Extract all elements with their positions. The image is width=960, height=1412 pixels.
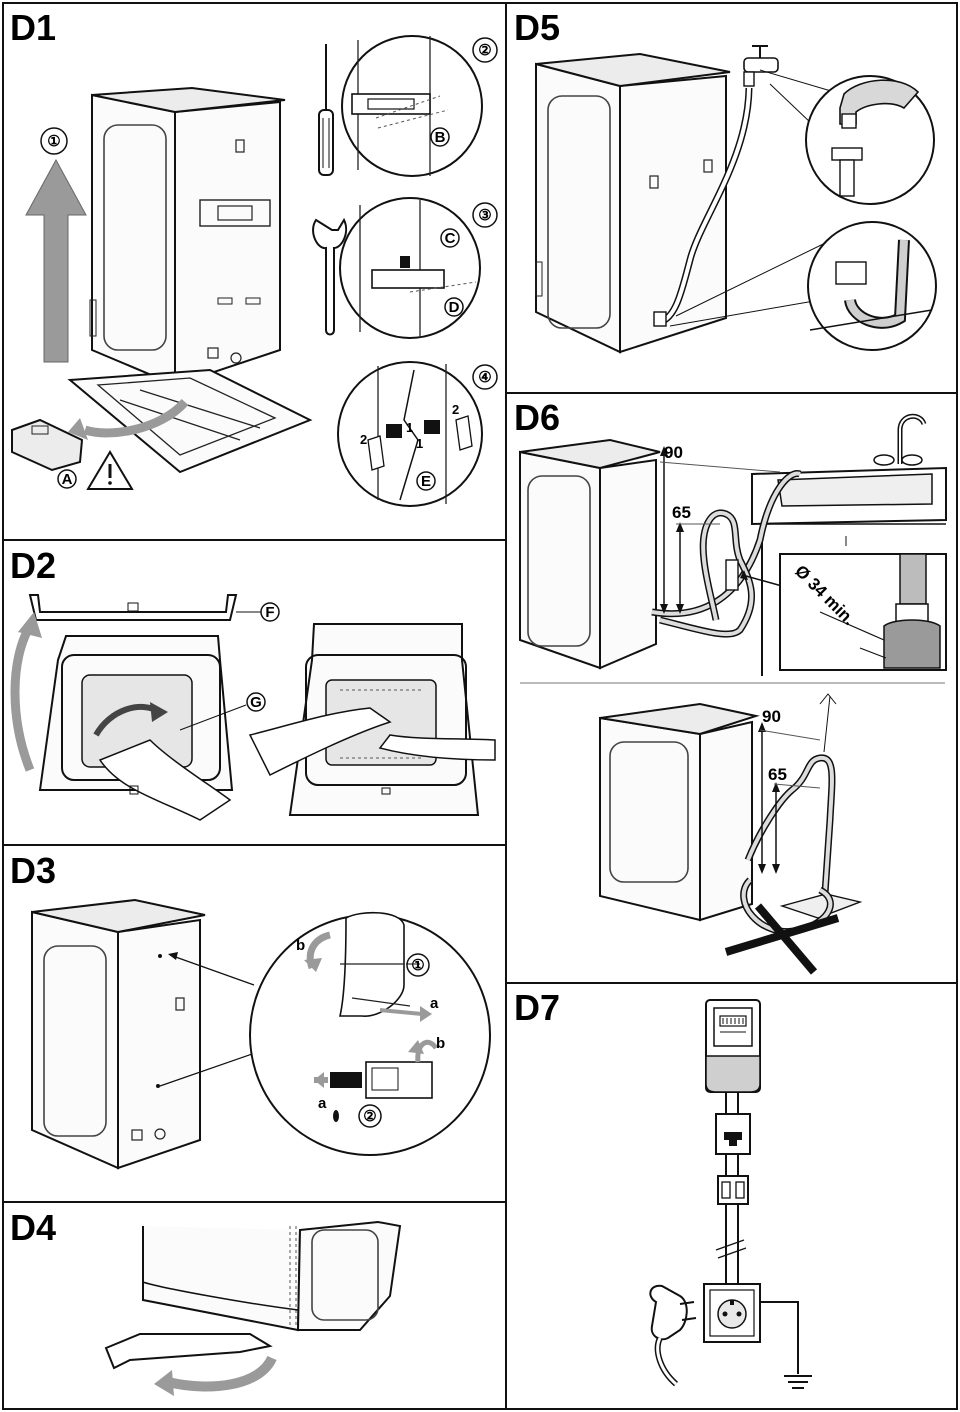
d6-height-min-bottom: 65 bbox=[768, 765, 787, 784]
section-label-d1: D1 bbox=[10, 7, 56, 48]
callout-c: C bbox=[445, 230, 456, 247]
d6-floor-illustration: 90 65 bbox=[599, 693, 863, 975]
warning-icon bbox=[86, 450, 134, 490]
transport-block-a bbox=[11, 418, 84, 472]
d5-illustration bbox=[535, 45, 937, 354]
d6-height-max-bottom: 90 bbox=[762, 707, 781, 726]
lid-arrow-icon bbox=[10, 623, 35, 772]
detail-3: C D bbox=[339, 197, 481, 339]
detail4-one-right: 1 bbox=[416, 436, 423, 451]
detail4-two-right: 2 bbox=[452, 402, 459, 417]
breaker-icon bbox=[715, 1113, 751, 1155]
step-1-label: ① bbox=[47, 133, 60, 150]
d1-illustration: ① bbox=[11, 35, 498, 507]
detail-2: B bbox=[341, 35, 483, 177]
wrench-icon bbox=[312, 217, 348, 336]
section-label-d4: D4 bbox=[10, 1207, 56, 1248]
d4-illustration bbox=[104, 1220, 402, 1396]
callout-e: E bbox=[421, 473, 431, 490]
callout-b: B bbox=[435, 129, 446, 146]
d3-step-2-label: ② bbox=[363, 1108, 376, 1125]
d3-arrow-b-top: b bbox=[296, 937, 305, 954]
d3-arrow-b-bottom: b bbox=[436, 1035, 445, 1052]
ground-icon bbox=[784, 1375, 812, 1389]
d3-arrow-a-bottom: a bbox=[318, 1095, 327, 1112]
d3-arrow-a-top: a bbox=[430, 995, 439, 1012]
screwdriver-icon bbox=[318, 44, 334, 176]
d6-sink-illustration: 90 65 Ø 34 min. bbox=[519, 413, 947, 676]
d3-illustration: b ① a b a ② bbox=[31, 898, 491, 1170]
section-label-d5: D5 bbox=[514, 7, 560, 48]
section-label-d7: D7 bbox=[514, 987, 560, 1028]
fuse-icon bbox=[717, 1175, 749, 1205]
rotate-arrow-icon bbox=[166, 1355, 277, 1392]
detail4-two-left: 2 bbox=[360, 432, 367, 447]
remove-arrow-icon bbox=[83, 398, 189, 438]
step-3-label: ③ bbox=[478, 207, 491, 224]
tap-icon bbox=[743, 45, 779, 87]
socket-icon bbox=[703, 1283, 761, 1343]
detail4-one-left: 1 bbox=[406, 420, 413, 435]
section-label-d2: D2 bbox=[10, 545, 56, 586]
callout-g: G bbox=[250, 694, 262, 711]
d6-height-max-top: 90 bbox=[664, 443, 683, 462]
d6-height-min-top: 65 bbox=[672, 503, 691, 522]
step-4-label: ④ bbox=[478, 369, 491, 386]
d7-illustration bbox=[649, 999, 812, 1389]
prohibited-x-icon bbox=[754, 903, 818, 975]
step-2-label: ② bbox=[478, 42, 491, 59]
washing-machine-rear bbox=[89, 86, 286, 387]
callout-d: D bbox=[449, 299, 460, 316]
callout-a: A bbox=[62, 471, 73, 488]
lift-arrow-icon bbox=[25, 158, 87, 363]
d2-illustration: F G bbox=[10, 594, 496, 821]
section-label-d6: D6 bbox=[514, 397, 560, 438]
meter-icon bbox=[705, 999, 761, 1093]
section-label-d3: D3 bbox=[10, 850, 56, 891]
d3-step-1-label: ① bbox=[411, 957, 424, 974]
transport-base bbox=[67, 368, 313, 474]
plug-icon bbox=[649, 1284, 697, 1387]
callout-f: F bbox=[265, 604, 274, 621]
detail-4: 2 1 1 2 E bbox=[337, 361, 483, 507]
